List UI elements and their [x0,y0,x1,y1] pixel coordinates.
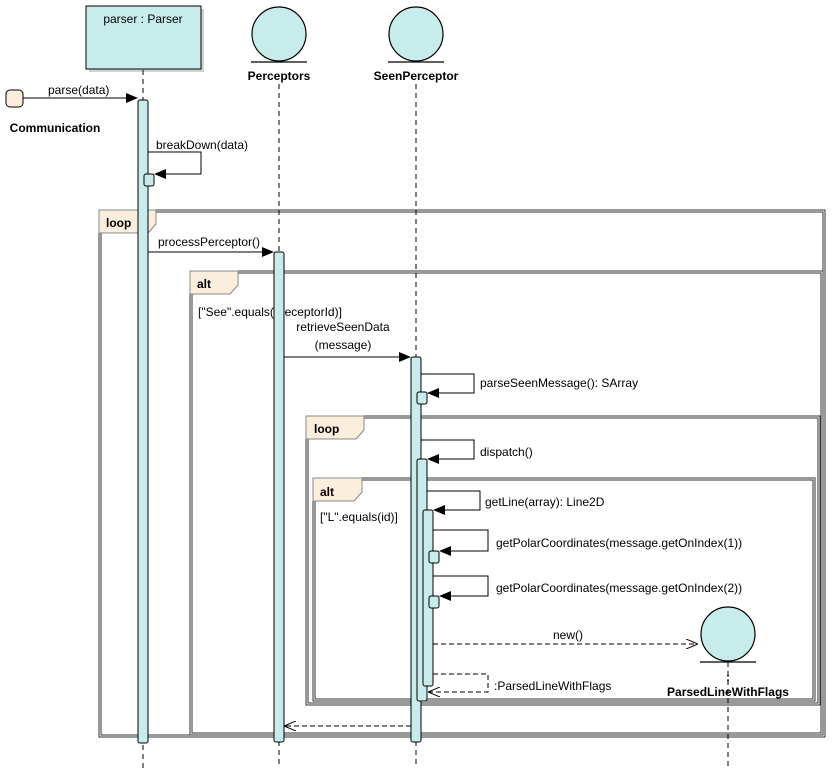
seen-name: SeenPerceptor [374,69,459,83]
communication-name: Communication [10,121,101,135]
gate-icon [5,89,24,108]
getline-label: getLine(array): Line2D [485,495,605,509]
return-parsed-label: :ParsedLineWithFlags [494,679,611,693]
return-parsed-arrow [429,673,489,692]
perceptors-activation [273,251,285,743]
seen-participant[interactable]: SeenPerceptor [374,6,459,83]
polar1-activation [428,550,440,564]
loop-label-inner: loop [314,422,339,436]
polar2-arrow [433,575,489,601]
fragment-loop-inner: loop [305,415,821,706]
parse-label: parse(data) [48,83,109,97]
retrieve-label-line1: retrieveSeenData [296,320,390,334]
getline-arrow [427,490,481,515]
loop-label: loop [106,216,131,230]
perceptors-name: Perceptors [248,69,311,83]
fragment-alt-inner: alt ["L".equals(id)] [312,477,816,702]
parsed-name: ParsedLineWithFlags [667,685,789,699]
polar2-label: getPolarCoordinates(message.getOnIndex(2… [496,581,742,595]
parse-seen-activation [416,391,428,405]
parsed-prefix: : [726,670,730,684]
polar1-label: getPolarCoordinates(message.getOnIndex(1… [496,536,742,550]
polar1-arrow [433,529,489,556]
breakdown-activation [143,173,155,187]
dispatch-label: dispatch() [480,445,533,459]
retrieve-label-line2: (message) [315,338,372,352]
polar2-activation [428,595,440,609]
parser-activation [137,99,149,744]
entity-icon [251,6,307,62]
new-label: new() [553,628,583,642]
entity-icon [700,606,756,662]
parsed-participant[interactable]: : ParsedLineWithFlags [667,606,789,699]
parse-seen-arrow [421,373,475,398]
parse-seen-label: parseSeenMessage(): SArray [480,376,638,390]
fragment-alt-outer: alt ["See".equals(preceptorId)] [189,270,824,736]
breakdown-label: breakDown(data) [156,138,248,152]
dispatch-arrow [421,439,475,464]
communication-actor[interactable]: Communication [5,89,101,135]
parser-name: parser : Parser [103,12,182,26]
parser-participant[interactable]: parser : Parser [85,5,204,72]
alt-label: alt [197,277,211,291]
perceptors-participant[interactable]: Perceptors [248,6,311,83]
breakdown-arrow [148,151,202,179]
alt-guard: ["See".equals(preceptorId)] [198,305,342,319]
alt-guard-inner: ["L".equals(id)] [320,510,398,524]
alt-label-inner: alt [320,485,334,499]
process-label: processPerceptor() [158,235,260,249]
entity-icon [388,6,444,62]
